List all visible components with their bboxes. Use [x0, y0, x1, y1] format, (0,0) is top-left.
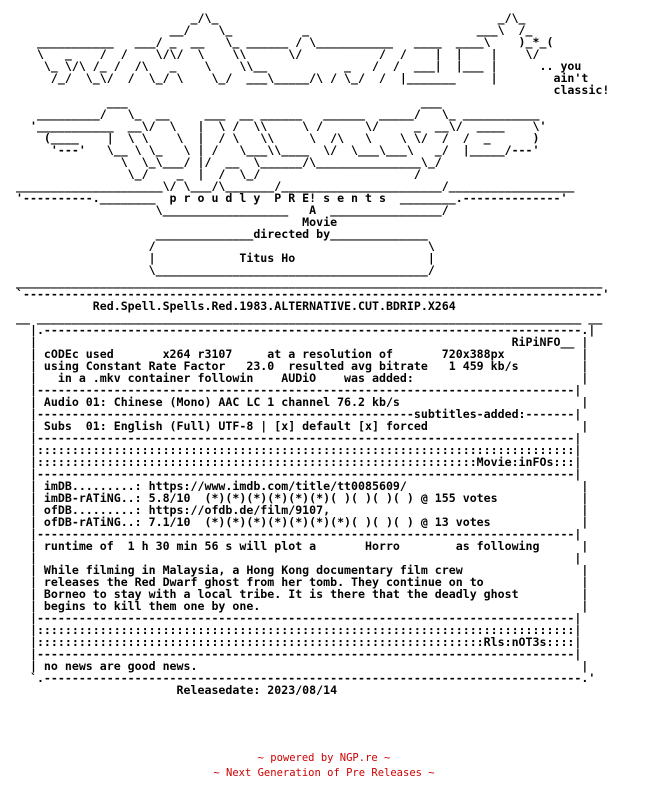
- nfo-text: _/\_ _/\_ __/ \_ _ ___\ /_ ___________ _…: [16, 11, 610, 697]
- ngp-tagline-link[interactable]: ~ Next Generation of Pre Releases ~: [213, 767, 435, 779]
- powered-by-link[interactable]: ~ powered by NGP.re ~: [257, 752, 391, 764]
- ngp-tagline-footer[interactable]: ~ Next Generation of Pre Releases ~: [0, 766, 648, 781]
- powered-by-footer[interactable]: ~ powered by NGP.re ~: [0, 751, 648, 766]
